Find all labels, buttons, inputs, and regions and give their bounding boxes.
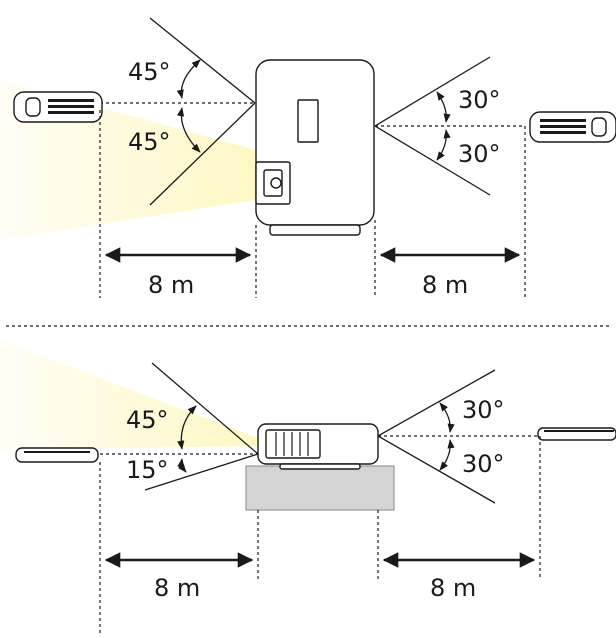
top-view: 45° 45° 30° 30° 8 m 8 m [0,17,616,299]
angle-label-upper-right: 30° [462,396,505,424]
side-view: 45° 15° 30° 30° 8 m 8 m [0,340,616,636]
angle-label-upper-right: 30° [458,86,501,114]
left-range-line-lower [144,453,259,491]
angle-arc-lower [177,458,187,473]
remote-control-icon [537,427,616,441]
distance-label-left: 8 m [154,574,200,602]
remote-control-icon [15,447,99,463]
angle-arc-upper [176,59,201,99]
remote-control-icon [529,111,616,143]
distance-label-right: 8 m [430,574,476,602]
angle-arc-upper-right [439,402,455,433]
projector-icon [255,59,375,236]
angle-arc-lower-right [436,129,451,161]
angle-label-upper: 45° [126,406,169,434]
remote-control-icon [13,91,103,123]
angle-label-lower: 15° [126,456,169,484]
angle-arc-upper-right [436,91,451,123]
angle-label-lower: 45° [128,128,171,156]
stand [245,465,395,511]
right-range-line-upper [374,56,491,127]
angle-arc-lower [176,107,201,153]
right-range-line-lower [377,435,496,504]
right-range-line-lower [374,125,491,196]
projector-icon [257,423,379,470]
angle-arc-upper [177,405,197,450]
left-range-line-upper [149,17,256,104]
distance-label-left: 8 m [148,271,194,299]
angle-label-lower-right: 30° [462,450,505,478]
distance-label-right: 8 m [422,271,468,299]
left-range-line-lower [149,102,256,206]
angle-arc-lower-right [439,439,455,471]
angle-label-lower-right: 30° [458,140,501,168]
angle-label-upper: 45° [128,58,171,86]
right-range-line-upper [377,369,496,437]
left-range-line-upper [151,362,259,455]
